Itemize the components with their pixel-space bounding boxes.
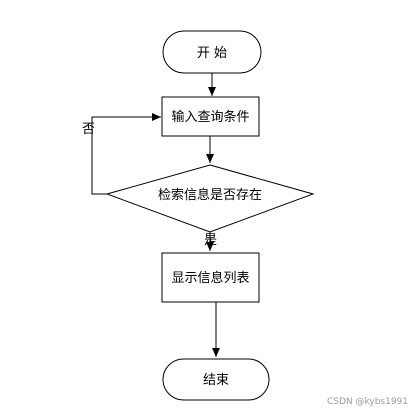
start-node: 开 始 — [162, 30, 262, 74]
decision-node: 检索信息是否存在 — [105, 164, 315, 233]
decision-label: 检索信息是否存在 — [158, 187, 262, 203]
yes-label: 是 — [204, 233, 217, 248]
csdn-watermark: CSDN @kybs1991 — [327, 397, 408, 407]
display-process-shape — [161, 252, 260, 303]
input-process-shape — [161, 96, 260, 137]
end-terminal-shape — [162, 358, 270, 401]
end-label: 结束 — [203, 373, 229, 388]
edge-decision-no-loop — [91, 113, 161, 195]
no-label: 否 — [82, 122, 95, 137]
display-node: 显示信息列表 — [161, 252, 260, 303]
display-label: 显示信息列表 — [171, 270, 249, 286]
end-node: 结束 — [162, 358, 270, 401]
start-label: 开 始 — [197, 46, 227, 61]
input-label: 输入查询条件 — [171, 109, 249, 125]
input-node: 输入查询条件 — [161, 96, 260, 137]
